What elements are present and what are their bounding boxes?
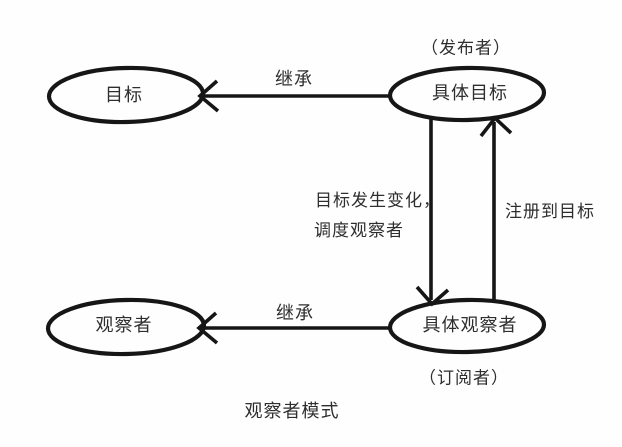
inherit-top-edge-label: 继承 [275,69,313,89]
notify-edge-label-line1: 目标发生变化， [315,191,441,210]
publisher-annotation: （发布者） [421,38,511,58]
notify-edge-label-line2: 调度观察者 [314,221,404,240]
observer-node-label: 观察者 [95,315,153,335]
inherit-bottom-edge-label: 继承 [276,303,314,323]
concrete-observer-node-label: 具体观察者 [422,315,518,335]
inherit-top-arrowhead-icon [197,79,220,113]
register-edge-label: 注册到目标 [505,202,595,221]
subject-node-label: 目标 [105,85,143,105]
subscriber-annotation: （订阅者） [419,368,509,388]
inherit-bottom-arrowhead-icon [196,311,219,345]
register-arrowhead-icon [479,115,513,138]
diagram-caption: 观察者模式 [244,401,340,421]
concrete-subject-node-label: 具体目标 [432,83,508,103]
notify-arrowhead-icon [415,285,450,307]
concrete-observer-ellipse [387,297,547,355]
